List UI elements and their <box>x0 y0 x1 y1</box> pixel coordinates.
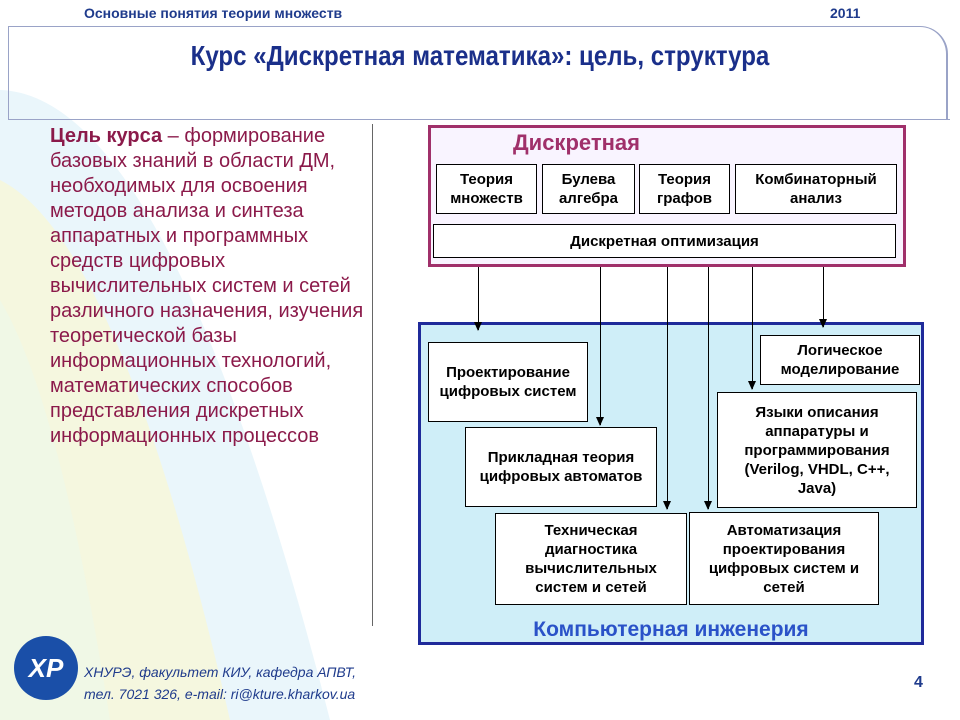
page-number: 4 <box>914 674 923 691</box>
footer-org: ХНУРЭ, факультет КИУ, кафедра АПВТ, <box>84 664 357 680</box>
logo-text: ХР <box>28 652 64 683</box>
page-title: Курс «Дискретная математика»: цель, стру… <box>190 40 770 71</box>
box-combinatorics: Комбинаторный анализ <box>735 164 897 214</box>
box-automata-theory: Прикладная теория цифровых автоматов <box>465 427 657 507</box>
box-logic-modeling: Логическое моделирование <box>760 335 920 385</box>
arrow-to-design <box>474 267 482 331</box>
arrow-to-automata <box>596 267 604 426</box>
column-divider <box>372 124 373 626</box>
goal-text: формирование базовых знаний в области ДМ… <box>50 125 364 447</box>
goal-dash: – <box>162 125 179 147</box>
footer-contacts: тел. 7021 326, e-mail: ri@kture.kharkov.… <box>84 686 356 702</box>
arrow-to-automation <box>704 267 712 510</box>
arrow-to-diagnostics <box>663 267 671 510</box>
box-hdl-languages: Языки описания аппаратуры и программиров… <box>717 392 917 508</box>
goal-lead: Цель курса <box>50 125 163 147</box>
university-logo: ХР <box>14 636 78 700</box>
arrow-to-logic-modeling <box>819 267 827 328</box>
box-graph-theory: Теория графов <box>639 164 730 214</box>
box-discrete-optimization: Дискретная оптимизация <box>433 224 896 258</box>
arrow-to-hdl <box>748 267 756 390</box>
title-frame <box>8 26 948 120</box>
box-boolean-algebra: Булева алгебра <box>542 164 635 214</box>
box-set-theory: Теория множеств <box>436 164 537 214</box>
computer-engineering-title: Компьютерная инженерия <box>533 618 809 641</box>
title-divider <box>8 119 950 120</box>
box-design-automation: Автоматизация проектирования цифровых си… <box>689 512 879 605</box>
header-topic: Основные понятия теории множеств <box>84 5 343 21</box>
box-diagnostics: Техническая диагностика вычислительных с… <box>495 513 687 605</box>
discrete-math-title: Дискретная <box>513 130 640 155</box>
header-year: 2011 <box>830 5 861 21</box>
box-design: Проектирование цифровых систем <box>428 342 588 422</box>
course-goal: Цель курса – формирование базовых знаний… <box>50 124 370 449</box>
